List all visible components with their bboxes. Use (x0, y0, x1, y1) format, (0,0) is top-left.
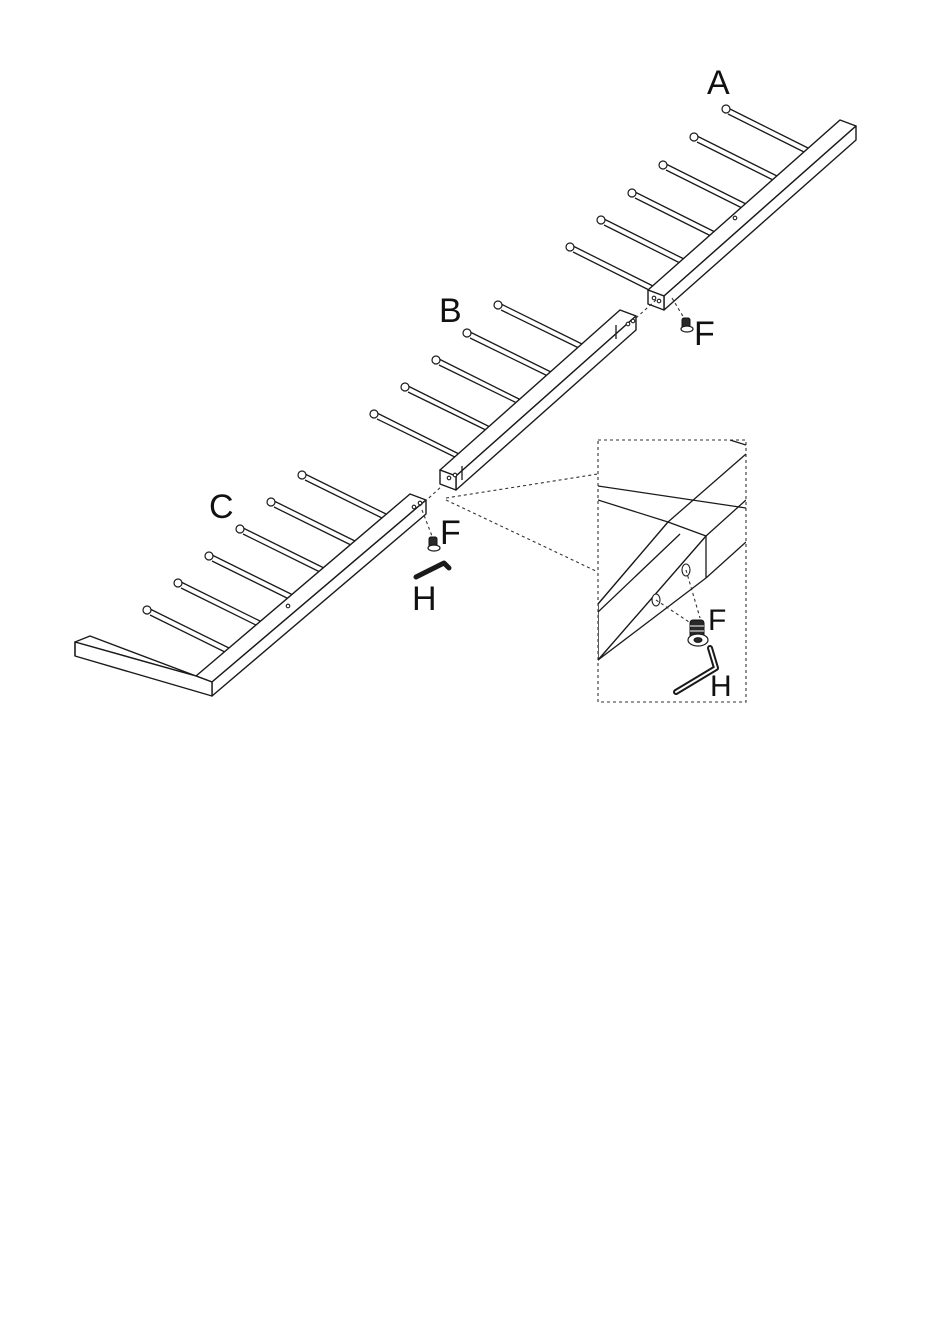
detail-inset (598, 440, 746, 702)
hex-key-bottom (416, 563, 449, 577)
part-c (75, 471, 426, 696)
label-detail-screw-f: F (708, 604, 726, 637)
screw-f-bottom (428, 537, 440, 551)
label-hex-key-h: H (412, 580, 437, 618)
part-a (566, 105, 856, 310)
part-b (370, 301, 636, 490)
label-screw-f-bottom: F (440, 514, 461, 552)
screw-f-top (681, 318, 693, 332)
label-screw-f-top: F (694, 315, 715, 353)
label-part-c: C (209, 488, 234, 526)
label-part-b: B (439, 292, 462, 330)
label-part-a: A (707, 64, 730, 102)
label-detail-hex-key-h: H (710, 670, 732, 703)
part-a-frame (648, 120, 856, 310)
part-c-frame (75, 494, 426, 696)
